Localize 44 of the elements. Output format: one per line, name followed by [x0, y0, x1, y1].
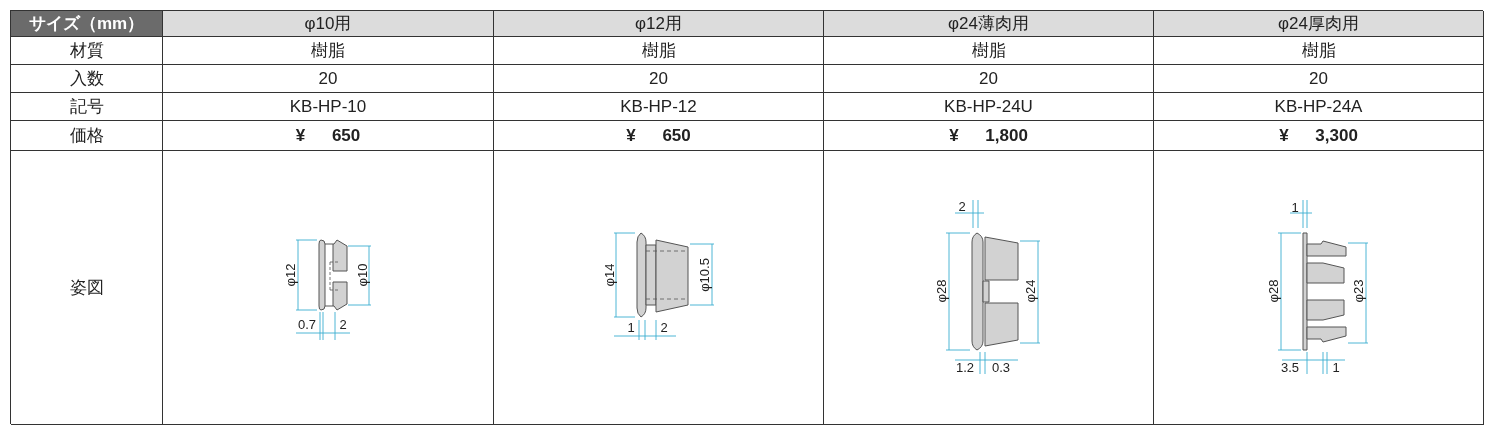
- table-cell: 樹脂: [163, 37, 494, 65]
- header-cell: φ24薄肉用: [824, 11, 1154, 37]
- dimension-text: 0.3: [991, 360, 1011, 374]
- dimension-text: 1: [1291, 200, 1299, 214]
- table-cell: 樹脂: [824, 37, 1154, 65]
- dimension-text: 2: [339, 317, 347, 331]
- table-cell: ¥ 650: [163, 121, 494, 151]
- table-cell: KB-HP-10: [163, 93, 494, 121]
- dimension-text: 1: [627, 320, 635, 334]
- dimension-text: 2: [660, 320, 668, 334]
- table-cell: 20: [494, 65, 824, 93]
- dimension-text: 1: [1332, 360, 1340, 374]
- header-cell: サイズ（mm）: [11, 11, 163, 37]
- dimension-text: φ24: [1023, 279, 1037, 303]
- dimension-text: 0.7: [297, 317, 317, 331]
- table-cell: ¥ 3,300: [1154, 121, 1484, 151]
- dimension-text: φ10: [355, 263, 369, 287]
- dimension-text: φ12: [283, 263, 297, 287]
- dimension-text: φ14: [602, 263, 616, 287]
- dimension-text: φ28: [934, 279, 948, 303]
- dimension-text: 3.5: [1280, 360, 1300, 374]
- header-cell: φ10用: [163, 11, 494, 37]
- table-cell: 20: [1154, 65, 1484, 93]
- dimension-text: φ23: [1351, 279, 1365, 303]
- table-cell: 樹脂: [494, 37, 824, 65]
- table-cell: ¥ 1,800: [824, 121, 1154, 151]
- table-cell: 20: [163, 65, 494, 93]
- table-cell: 入数: [11, 65, 163, 93]
- table-cell: 記号: [11, 93, 163, 121]
- table-cell: 価格: [11, 121, 163, 151]
- table-cell: KB-HP-24U: [824, 93, 1154, 121]
- dimension-text: φ10.5: [697, 258, 711, 292]
- table-cell: 樹脂: [1154, 37, 1484, 65]
- dimension-text: 2: [958, 199, 966, 213]
- table-cell: KB-HP-24A: [1154, 93, 1484, 121]
- header-cell: φ24厚肉用: [1154, 11, 1484, 37]
- header-cell: φ12用: [494, 11, 824, 37]
- table-cell: ¥ 650: [494, 121, 824, 151]
- table-cell: 姿図: [11, 151, 163, 425]
- table-cell: 20: [824, 65, 1154, 93]
- table-cell: 材質: [11, 37, 163, 65]
- table-cell: KB-HP-12: [494, 93, 824, 121]
- dimension-text: φ28: [1266, 279, 1280, 303]
- dimension-text: 1.2: [955, 360, 975, 374]
